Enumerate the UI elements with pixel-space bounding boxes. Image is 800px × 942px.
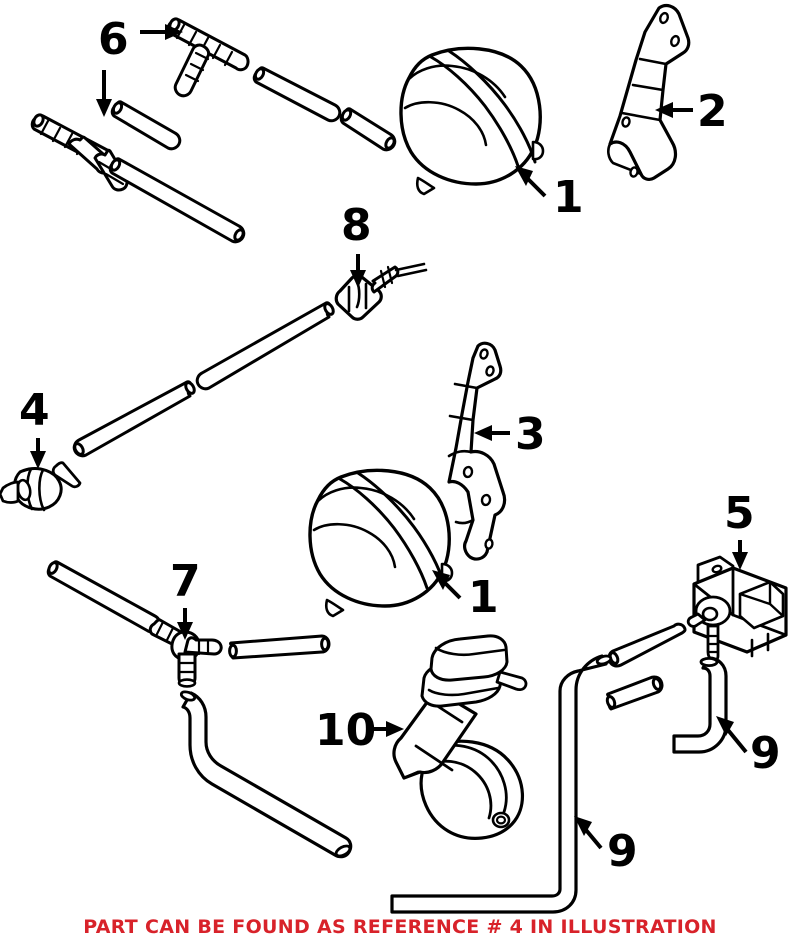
callout-7: 7 xyxy=(170,556,201,640)
callout-1-lower: 1 xyxy=(432,570,499,623)
callout-6: 6 xyxy=(96,14,183,117)
callout-5-arrowhead xyxy=(732,552,748,570)
hose-segment-6a xyxy=(252,66,342,123)
callout-1-upper: 1 xyxy=(515,166,584,223)
t-connector-lower xyxy=(30,113,129,192)
callout-5: 5 xyxy=(724,488,755,570)
callout-6-arrowhead-down xyxy=(96,99,112,117)
hose-segment-5-left xyxy=(607,622,687,668)
callout-10-arrowhead xyxy=(386,721,404,737)
callout-9-right-arrowhead xyxy=(716,716,734,736)
part-7-y-connector xyxy=(148,618,223,688)
hose-segment-7-upper-left xyxy=(46,560,162,634)
part-9-vacuum-hose-elbow xyxy=(672,656,728,754)
callout-3: 3 xyxy=(474,409,546,460)
callout-1-lower-arrowhead xyxy=(432,570,450,590)
callout-8-label: 8 xyxy=(341,200,372,251)
callout-4: 4 xyxy=(19,385,50,469)
callout-1-upper-arrowhead xyxy=(515,166,533,186)
callout-2-arrowhead xyxy=(655,102,673,118)
hose-segment-7-curve xyxy=(179,690,353,859)
part-9-vacuum-hose-long xyxy=(390,654,613,914)
callout-7-label: 7 xyxy=(170,556,201,607)
callout-2: 2 xyxy=(655,86,728,137)
part-10-vacuum-actuator xyxy=(392,634,528,840)
hose-segment-9-straight xyxy=(605,675,664,711)
callout-9-long-arrowhead xyxy=(574,816,592,836)
callout-9-long-label: 9 xyxy=(607,826,638,877)
callout-1-lower-label: 1 xyxy=(468,572,499,623)
part-1-air-pump-upper xyxy=(399,46,545,196)
callout-3-label: 3 xyxy=(515,409,546,460)
callout-7-arrowhead xyxy=(177,622,193,640)
callout-8: 8 xyxy=(341,200,372,288)
part-8-inline-valve-connector xyxy=(334,262,428,321)
callout-1-upper-label: 1 xyxy=(553,172,584,223)
part-1-air-pump-lower xyxy=(308,468,454,618)
callout-9-right-leader xyxy=(726,728,748,754)
hose-segment-4-inlet xyxy=(72,380,196,458)
callout-1-lower-leader xyxy=(442,580,462,600)
t-connector-upper xyxy=(166,17,250,98)
callout-4-arrowhead xyxy=(30,451,46,469)
callout-6-label: 6 xyxy=(98,14,129,65)
hose-segment-8-to-4 xyxy=(195,301,335,391)
callout-1-upper-leader xyxy=(525,176,547,198)
callout-9-right: 9 xyxy=(716,716,781,779)
reference-note: PART CAN BE FOUND AS REFERENCE # 4 IN IL… xyxy=(83,916,717,938)
callout-10: 10 xyxy=(315,705,404,756)
callout-6-arrowhead-right xyxy=(165,24,183,40)
callout-2-label: 2 xyxy=(697,86,728,137)
callout-9-long-leader xyxy=(584,828,603,850)
callout-9-right-label: 9 xyxy=(750,728,781,779)
callout-9-long: 9 xyxy=(574,816,638,877)
part-2-mounting-bracket-upper xyxy=(607,3,691,181)
hose-segment-6d xyxy=(108,157,246,244)
part-6-vacuum-line-t-connector-set xyxy=(30,17,397,244)
callout-10-label: 10 xyxy=(315,705,376,756)
part-3-mounting-bracket-lower xyxy=(447,341,507,561)
part-5-solenoid-valve xyxy=(686,555,788,663)
callout-4-label: 4 xyxy=(19,385,50,436)
hose-segment-6b xyxy=(339,107,397,152)
callout-3-arrowhead xyxy=(474,425,492,441)
hose-segment-6c xyxy=(110,100,182,151)
hose-segment-7-right xyxy=(228,634,331,660)
callout-8-arrowhead xyxy=(350,270,366,288)
callout-5-label: 5 xyxy=(724,488,755,539)
part-4-check-valve xyxy=(0,461,82,512)
